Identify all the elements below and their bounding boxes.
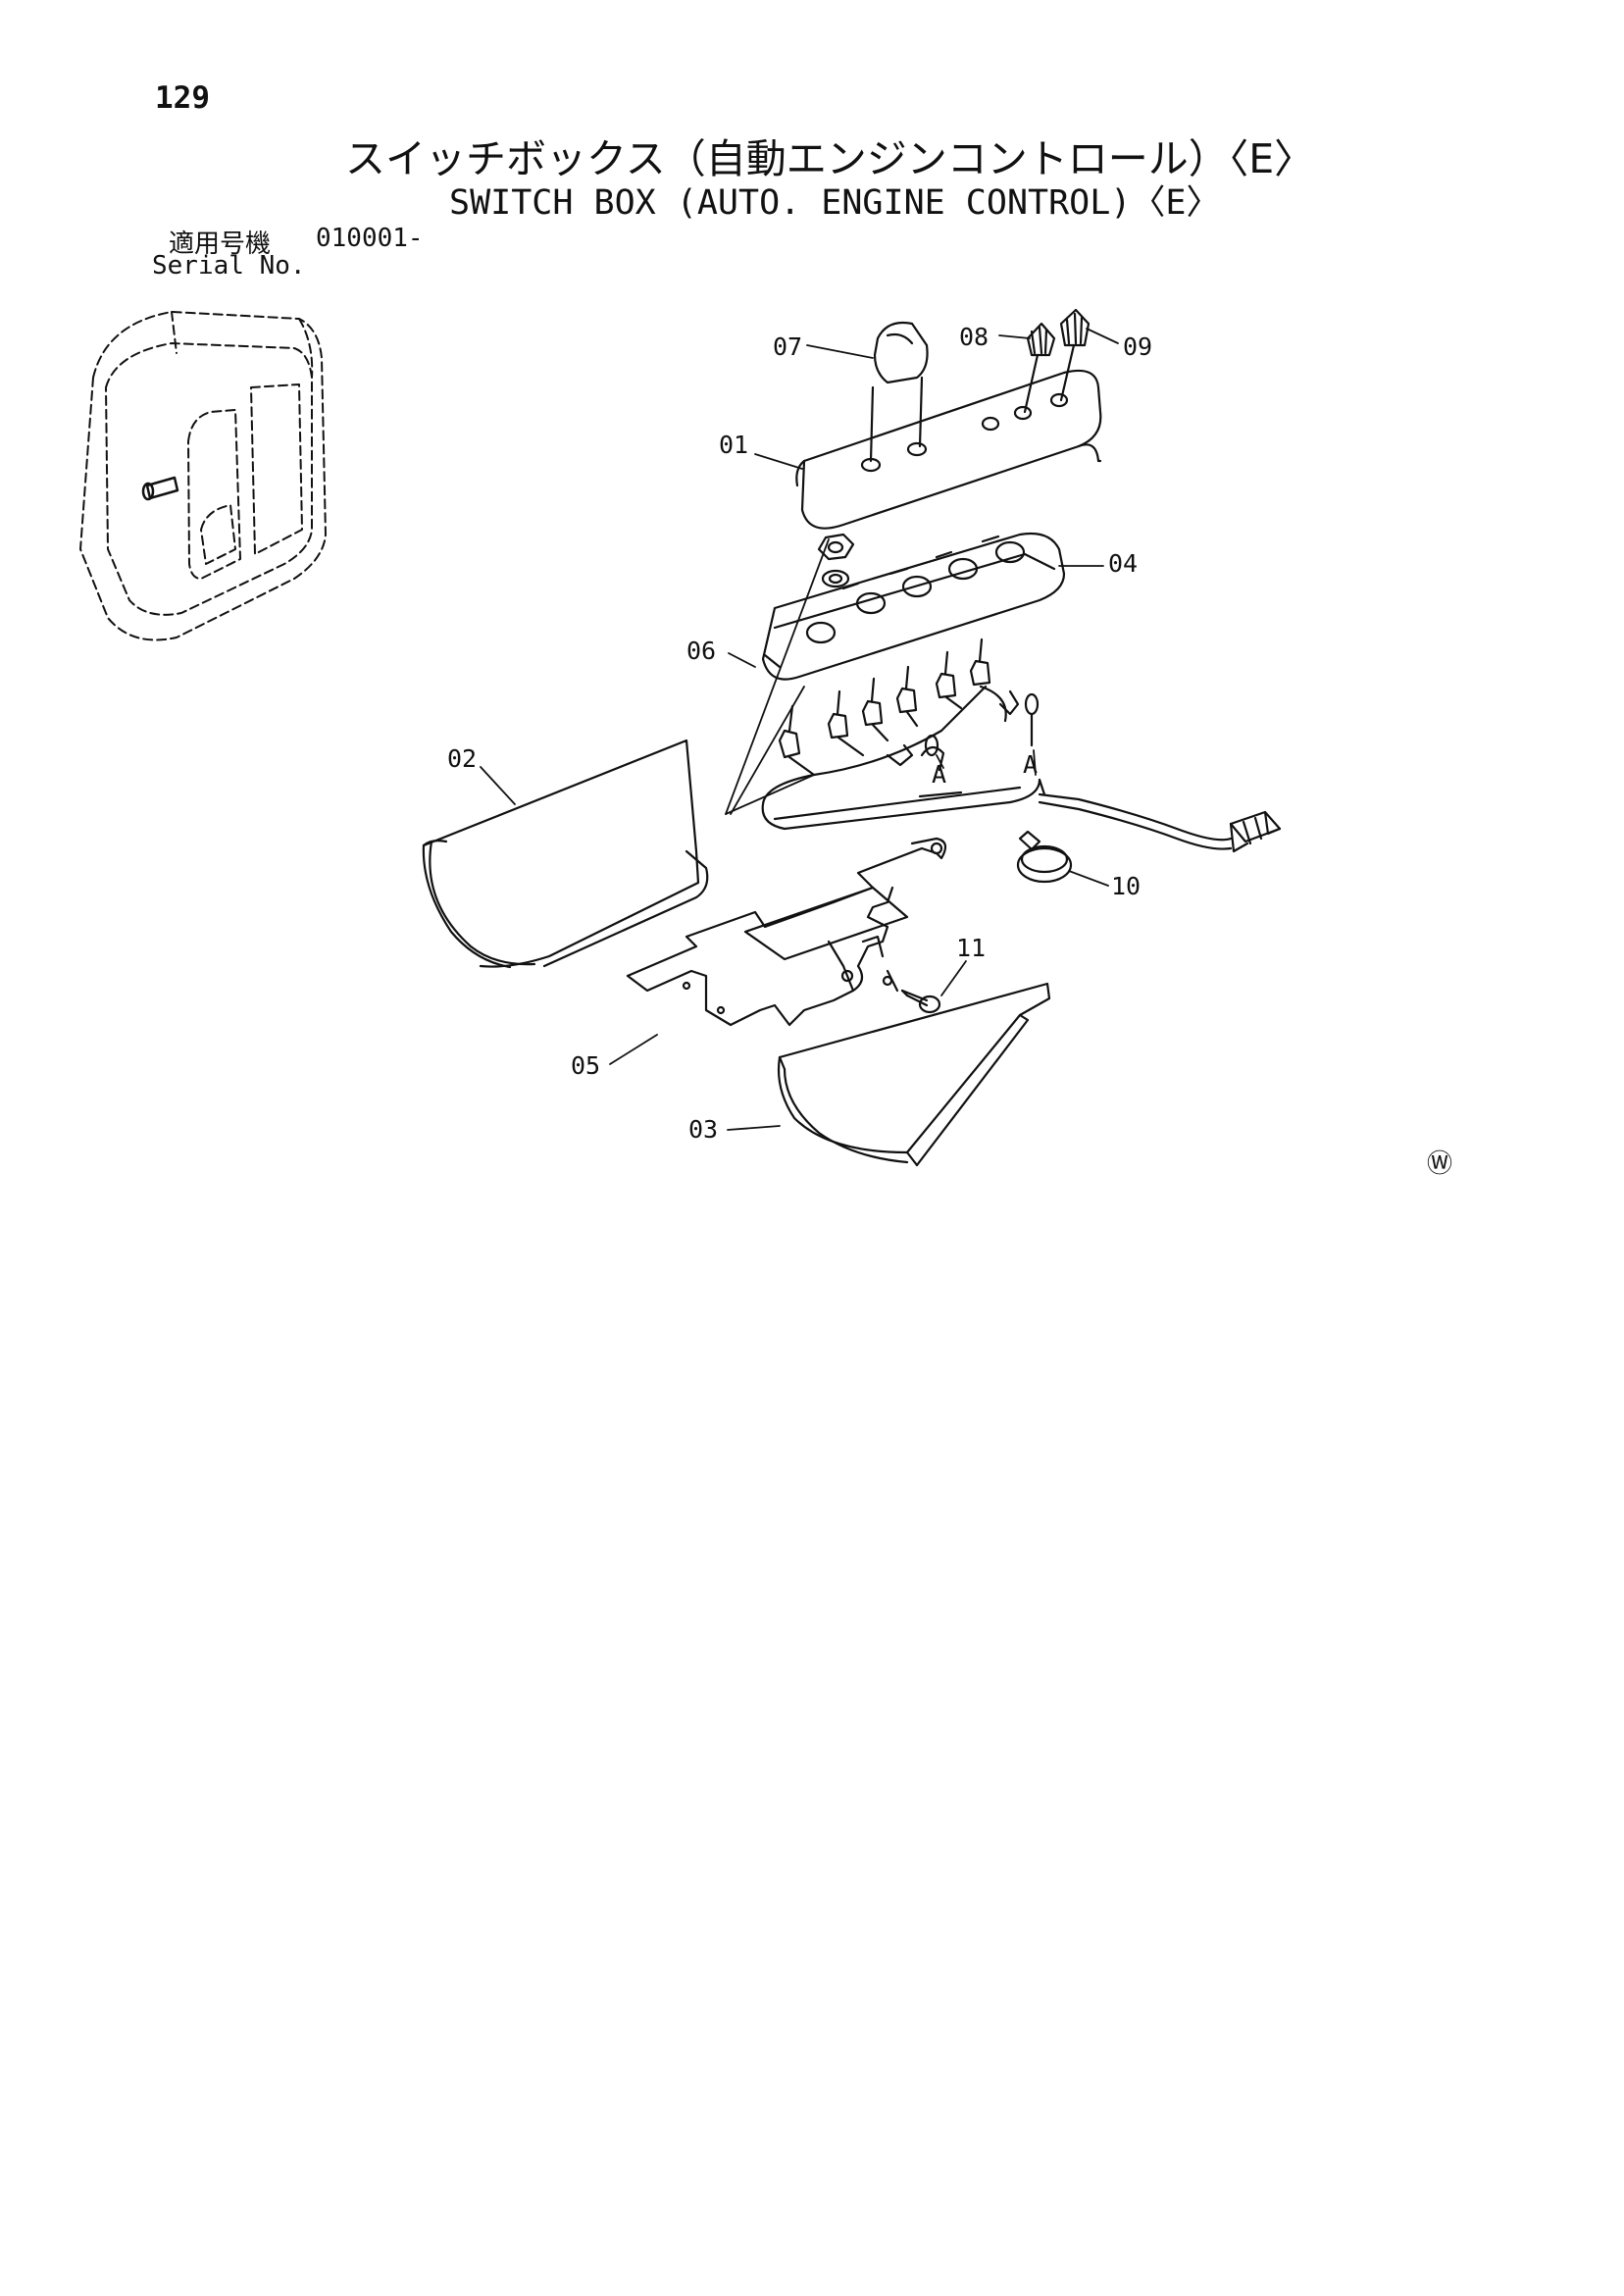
parts-diagram: 07 08 09 01 04 06 02 A A 10 11 05 03 Ⓦ <box>79 308 1452 1179</box>
callout-06: 06 <box>686 637 716 665</box>
callout-08: 08 <box>959 323 989 351</box>
page-number: 129 <box>155 80 210 116</box>
serial-range: 010001- <box>316 224 424 253</box>
callout-01: 01 <box>719 431 748 459</box>
cab-switchbox-marker <box>141 476 179 501</box>
serial-label-japanese: 適用号機 <box>169 230 272 259</box>
title-japanese: スイッチボックス（自動エンジンコントロール）〈E〉 <box>345 135 1315 182</box>
part-05-bracket <box>626 837 947 1027</box>
part-04-switch-panel <box>761 532 1066 681</box>
part-02-side-cover <box>422 739 709 969</box>
part-08-knob <box>1023 322 1056 414</box>
part-10-clamp <box>1016 830 1073 884</box>
serial-label-english: Serial No. <box>152 251 306 281</box>
callout-03: 03 <box>688 1115 718 1144</box>
w-mark: Ⓦ <box>1427 1149 1452 1179</box>
callout-07: 07 <box>773 332 802 361</box>
callout-09: 09 <box>1123 332 1152 361</box>
part-03-side-cover <box>777 982 1051 1167</box>
callout-04: 04 <box>1108 549 1138 578</box>
nut-and-washer <box>817 533 855 588</box>
part-11-screw <box>900 989 941 1014</box>
part-01-top-cover <box>795 369 1102 530</box>
leader-lines <box>480 328 1119 1131</box>
assembly-bracket-lines <box>725 538 830 815</box>
callout-11: 11 <box>956 934 986 962</box>
reference-a-left: A <box>932 760 946 789</box>
cab-location-icon <box>79 311 327 641</box>
callout-02: 02 <box>447 744 477 773</box>
part-07-knob <box>869 321 929 463</box>
part-09-knob <box>1059 308 1091 402</box>
reference-a-right: A <box>1023 750 1038 779</box>
callout-10: 10 <box>1111 872 1141 900</box>
part-06-harness <box>761 638 1282 853</box>
title-english: SWITCH BOX (AUTO. ENGINE CONTROL)〈E〉 <box>449 183 1221 223</box>
callout-05: 05 <box>571 1051 600 1080</box>
